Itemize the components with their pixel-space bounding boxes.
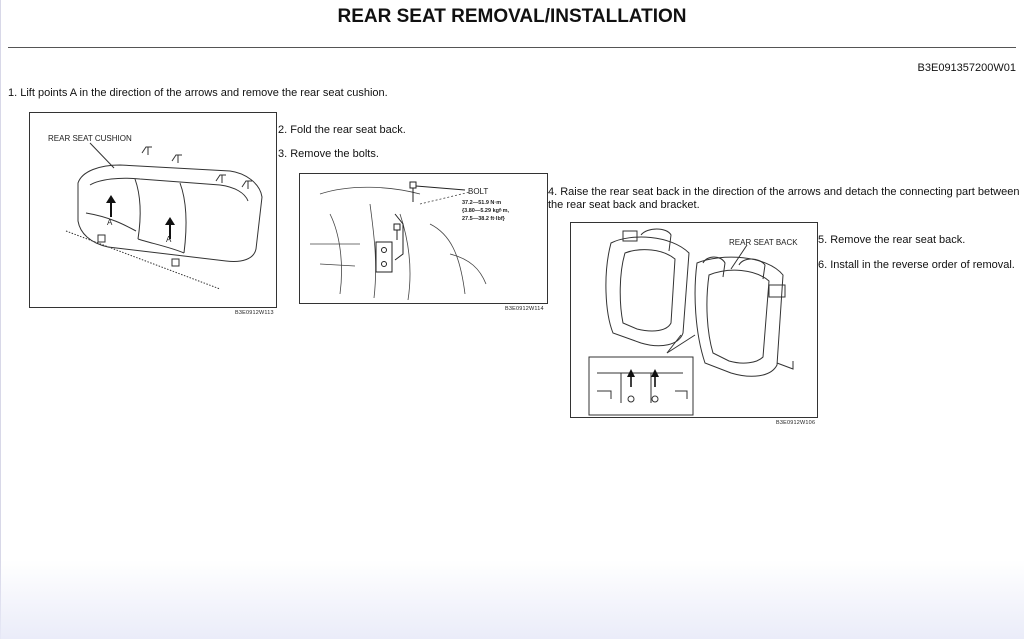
bottom-shade — [0, 560, 1024, 639]
point-a-label-left: A — [107, 218, 113, 227]
torque-spec-nm: 37.2—51.9 N·m — [462, 200, 502, 206]
figure-label-rear-seat-cushion: REAR SEAT CUSHION — [48, 134, 132, 143]
document-id: B3E091357200W01 — [917, 62, 1016, 74]
rear-seat-back-illustration — [588, 228, 794, 416]
step-3: 3. Remove the bolts. — [278, 148, 379, 160]
figure-code-1: B3E0912W113 — [235, 310, 274, 316]
figure-code-3: B3E0912W106 — [776, 420, 816, 426]
figure-bolt: BOLT 37.2—51.9 N·m {3.80—5.29 kgf·m, 27.… — [299, 173, 548, 304]
step-4: 4. Raise the rear seat back in the direc… — [548, 186, 1020, 211]
figure-label-rear-seat-back: REAR SEAT BACK — [729, 238, 798, 247]
figure-code-2: B3E0912W114 — [505, 306, 544, 312]
torque-spec-ftlbf: 27.5—38.2 ft·lbf} — [462, 216, 505, 222]
step-1: 1. Lift points A in the direction of the… — [8, 87, 388, 99]
page-title: REAR SEAT REMOVAL/INSTALLATION — [337, 6, 687, 27]
bolt-illustration — [310, 181, 487, 301]
window-edge — [0, 0, 1, 639]
step-5: 5. Remove the rear seat back. — [818, 234, 966, 246]
figure-rear-seat-back: REAR SEAT BACK — [570, 222, 818, 418]
step-2: 2. Fold the rear seat back. — [278, 124, 406, 136]
torque-spec-kgfm: {3.80—5.29 kgf·m, — [462, 208, 510, 214]
bolt-label: BOLT — [468, 187, 489, 196]
title-divider — [8, 47, 1016, 48]
figure-rear-seat-cushion: REAR SEAT CUSHION — [29, 112, 277, 308]
step-6: 6. Install in the reverse order of remov… — [818, 259, 1015, 271]
rear-seat-cushion-illustration — [65, 142, 263, 290]
point-a-label-right: A — [166, 235, 172, 244]
